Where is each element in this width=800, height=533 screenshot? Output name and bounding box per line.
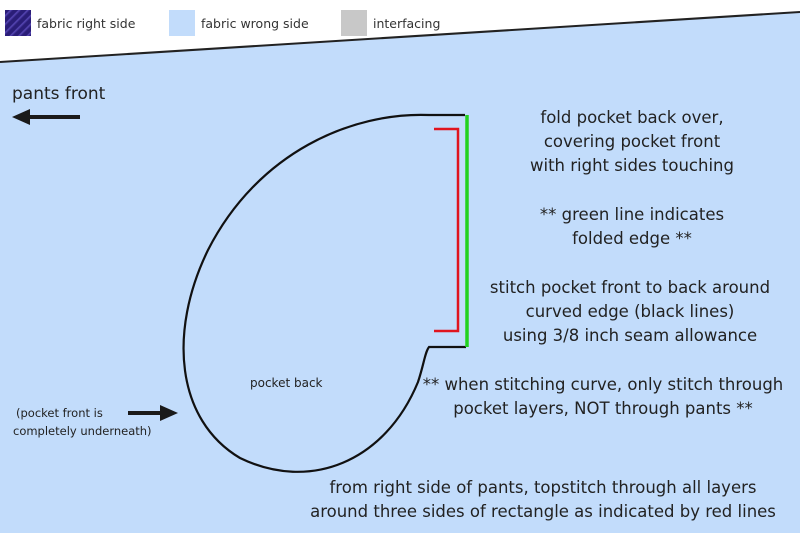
- fabric-edge: [0, 11, 800, 63]
- topstitch-instruction-line-2: around three sides of rectangle as indic…: [310, 502, 776, 521]
- topstitch-lines: [434, 127, 460, 333]
- legend: fabric right side fabric wrong side inte…: [0, 0, 800, 42]
- legend-item-interfacing: interfacing: [341, 10, 440, 36]
- fabric-wrong-side-area: [0, 12, 800, 533]
- topstitch-instruction-line-1: from right side of pants, topstitch thro…: [329, 478, 757, 497]
- fold-instruction-line-1: fold pocket back over,: [540, 108, 724, 127]
- pocket-front-note-line-1: (pocket front is: [16, 406, 103, 420]
- legend-label: fabric right side: [37, 15, 136, 31]
- legend-item-right-side: fabric right side: [5, 10, 135, 36]
- pocket-front-note-line-2: completely underneath): [13, 424, 152, 438]
- stitch-instruction-line-1: stitch pocket front to back around: [489, 278, 771, 297]
- pants-front-arrow: [12, 109, 80, 125]
- pocket-outline-curve: [182, 113, 466, 473]
- stitch-instruction-line-3: using 3/8 inch seam allowance: [502, 326, 758, 345]
- stitch-instruction-line-2: curved edge (black lines): [525, 302, 735, 321]
- green-line-note-line-1: ** green line indicates: [539, 205, 725, 224]
- pocket-back-label: pocket back: [250, 376, 323, 390]
- curve-note-line-2: pocket layers, NOT through pants **: [453, 399, 753, 418]
- legend-label: interfacing: [373, 15, 441, 31]
- fabric-wrong-side-swatch: [169, 10, 195, 36]
- pocket-front-arrow: [128, 405, 178, 421]
- fold-instruction-line-2: covering pocket front: [543, 132, 721, 151]
- fold-instruction-line-3: with right sides touching: [530, 156, 734, 175]
- curve-note-line-1: ** when stitching curve, only stitch thr…: [422, 375, 784, 394]
- fabric-right-side-swatch: [5, 10, 31, 36]
- pants-front-label: pants front: [12, 84, 106, 104]
- interfacing-swatch: [341, 10, 367, 36]
- legend-item-wrong-side: fabric wrong side: [169, 10, 309, 36]
- legend-label: fabric wrong side: [201, 15, 309, 31]
- green-line-note-line-2: folded edge **: [572, 229, 692, 248]
